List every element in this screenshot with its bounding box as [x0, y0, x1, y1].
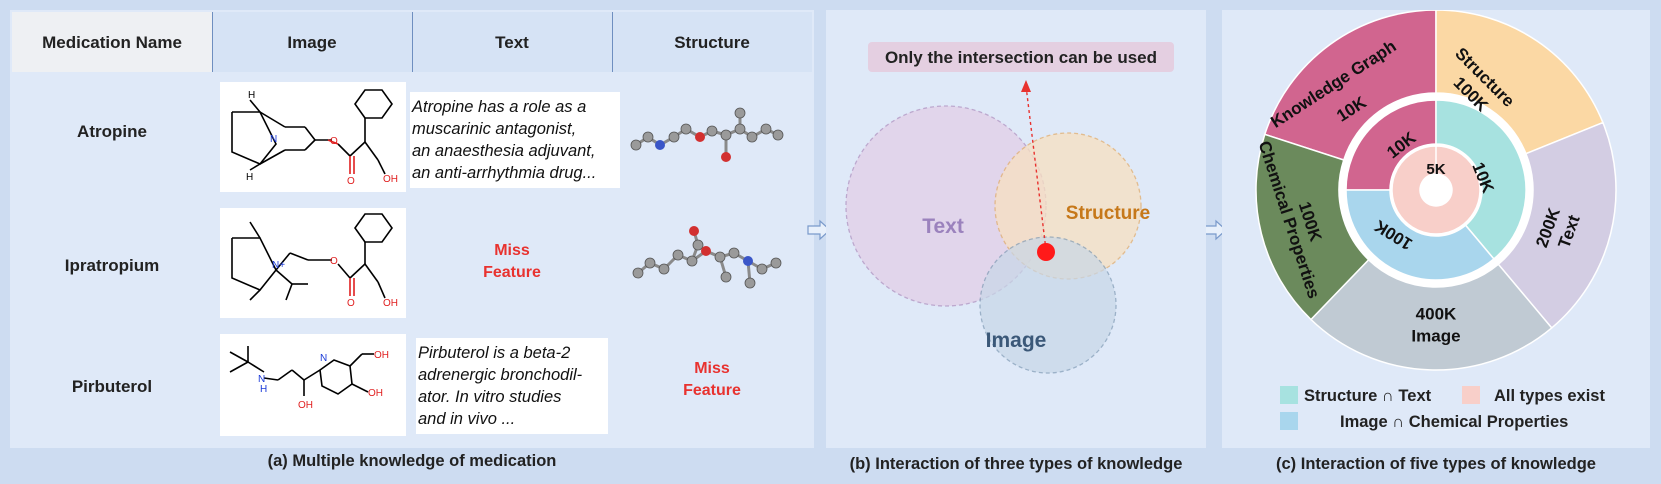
text-line: an anti-arrhythmia drug...	[412, 164, 597, 182]
intersection-dot	[1037, 243, 1055, 261]
text-line: adrenergic bronchodil-	[418, 366, 583, 384]
molecule-image-pirbuterol: N H N OH OH OH	[220, 334, 406, 436]
header-divider	[412, 12, 413, 72]
intersection-note-text: Only the intersection can be used	[884, 48, 1158, 67]
outer-value-image: 400K	[1416, 304, 1457, 323]
legend-swatch-image-chem	[1280, 412, 1298, 430]
donut-hole	[1420, 174, 1452, 206]
text-line: and in vivo ...	[418, 410, 516, 428]
venn-label-structure: Structure	[1066, 203, 1150, 224]
arrow-right-icon	[1203, 219, 1227, 241]
legend-swatch-structure-text	[1280, 386, 1298, 404]
header-structure: Structure	[674, 33, 750, 52]
atom-label: OH	[383, 174, 398, 185]
text-line: an anaesthesia adjuvant,	[412, 142, 596, 160]
inner-segment-0	[1345, 99, 1437, 191]
legend-label-all-types: All types exist	[1494, 387, 1605, 405]
missing-feature-structure: Miss Feature	[683, 360, 741, 399]
caption-c: (c) Interaction of five types of knowled…	[1276, 455, 1596, 473]
pirbuterol-structure: N H N OH OH OH	[229, 346, 389, 411]
atom-label: H	[246, 172, 253, 183]
structure-3d-ipratropium	[632, 226, 782, 289]
ipratropium-structure: N+ O O OH	[231, 213, 398, 309]
caption-b: (b) Interaction of three types of knowle…	[849, 455, 1183, 473]
atropine-structure: H H N O O OH	[231, 89, 398, 187]
atom-label: O	[347, 176, 355, 187]
structure-3d-atropine	[630, 107, 784, 162]
text-line: Pirbuterol is a beta-2	[418, 344, 571, 362]
atom-label: O	[347, 298, 355, 309]
text-line: muscarinic antagonist,	[412, 120, 577, 138]
arrow-right-icon	[807, 219, 831, 241]
inner-segment-1	[1435, 99, 1527, 261]
table-header-first-cell	[12, 12, 212, 72]
atom-label: N	[270, 134, 277, 145]
atom-label: OH	[298, 400, 313, 411]
caption-a: (a) Multiple knowledge of medication	[267, 452, 557, 470]
venn-circle-image	[979, 236, 1117, 374]
panel-a	[10, 10, 814, 448]
legend-label-structure-text: Structure ∩ Text	[1304, 387, 1432, 405]
atom-label: O	[330, 136, 338, 147]
venn-label-image: Image	[986, 329, 1047, 352]
atom-label: H	[248, 90, 255, 101]
center-value: 5K	[1426, 161, 1445, 178]
text-description-atropine: Atropine has a role as a muscarinic anta…	[410, 92, 620, 188]
atom-label: OH	[383, 298, 398, 309]
atom-label: H	[260, 384, 267, 395]
atom-label: O	[330, 256, 338, 267]
atom-label: N	[320, 353, 327, 364]
medication-name: Atropine	[77, 122, 147, 141]
medication-name: Ipratropium	[64, 256, 160, 275]
molecule-image-atropine: H H N O O OH	[220, 82, 406, 192]
header-divider	[212, 12, 213, 72]
intersection-note	[868, 42, 1174, 72]
venn-diagram: Text Structure Image	[845, 80, 1150, 374]
text-line: Atropine has a role as a	[412, 98, 587, 116]
atom-label: N+	[272, 260, 285, 271]
molecule-image-ipratropium: N+ O O OH	[220, 208, 406, 318]
header-image: Image	[287, 33, 337, 52]
text-description-pirbuterol: Pirbuterol is a beta-2 adrenergic bronch…	[416, 338, 608, 434]
inner-segment-2	[1345, 189, 1495, 281]
outer-label-image: Image	[1411, 326, 1460, 345]
atom-label: N	[258, 374, 265, 385]
legend-label-image-chem: Image ∩ Chemical Properties	[1340, 413, 1569, 431]
header-medication-name: Medication Name	[42, 33, 182, 52]
atom-label: OH	[368, 388, 383, 399]
text-line: ator. In vitro studies	[418, 388, 562, 406]
legend-swatch-all-types	[1462, 386, 1480, 404]
pointer-arrowhead	[1021, 80, 1031, 92]
medication-name: Pirbuterol	[71, 377, 153, 396]
header-text: Text	[495, 33, 529, 52]
atom-label: OH	[374, 350, 389, 361]
missing-feature-text: Miss Feature	[483, 242, 541, 281]
header-divider	[612, 12, 613, 72]
venn-label-text: Text	[922, 215, 964, 238]
